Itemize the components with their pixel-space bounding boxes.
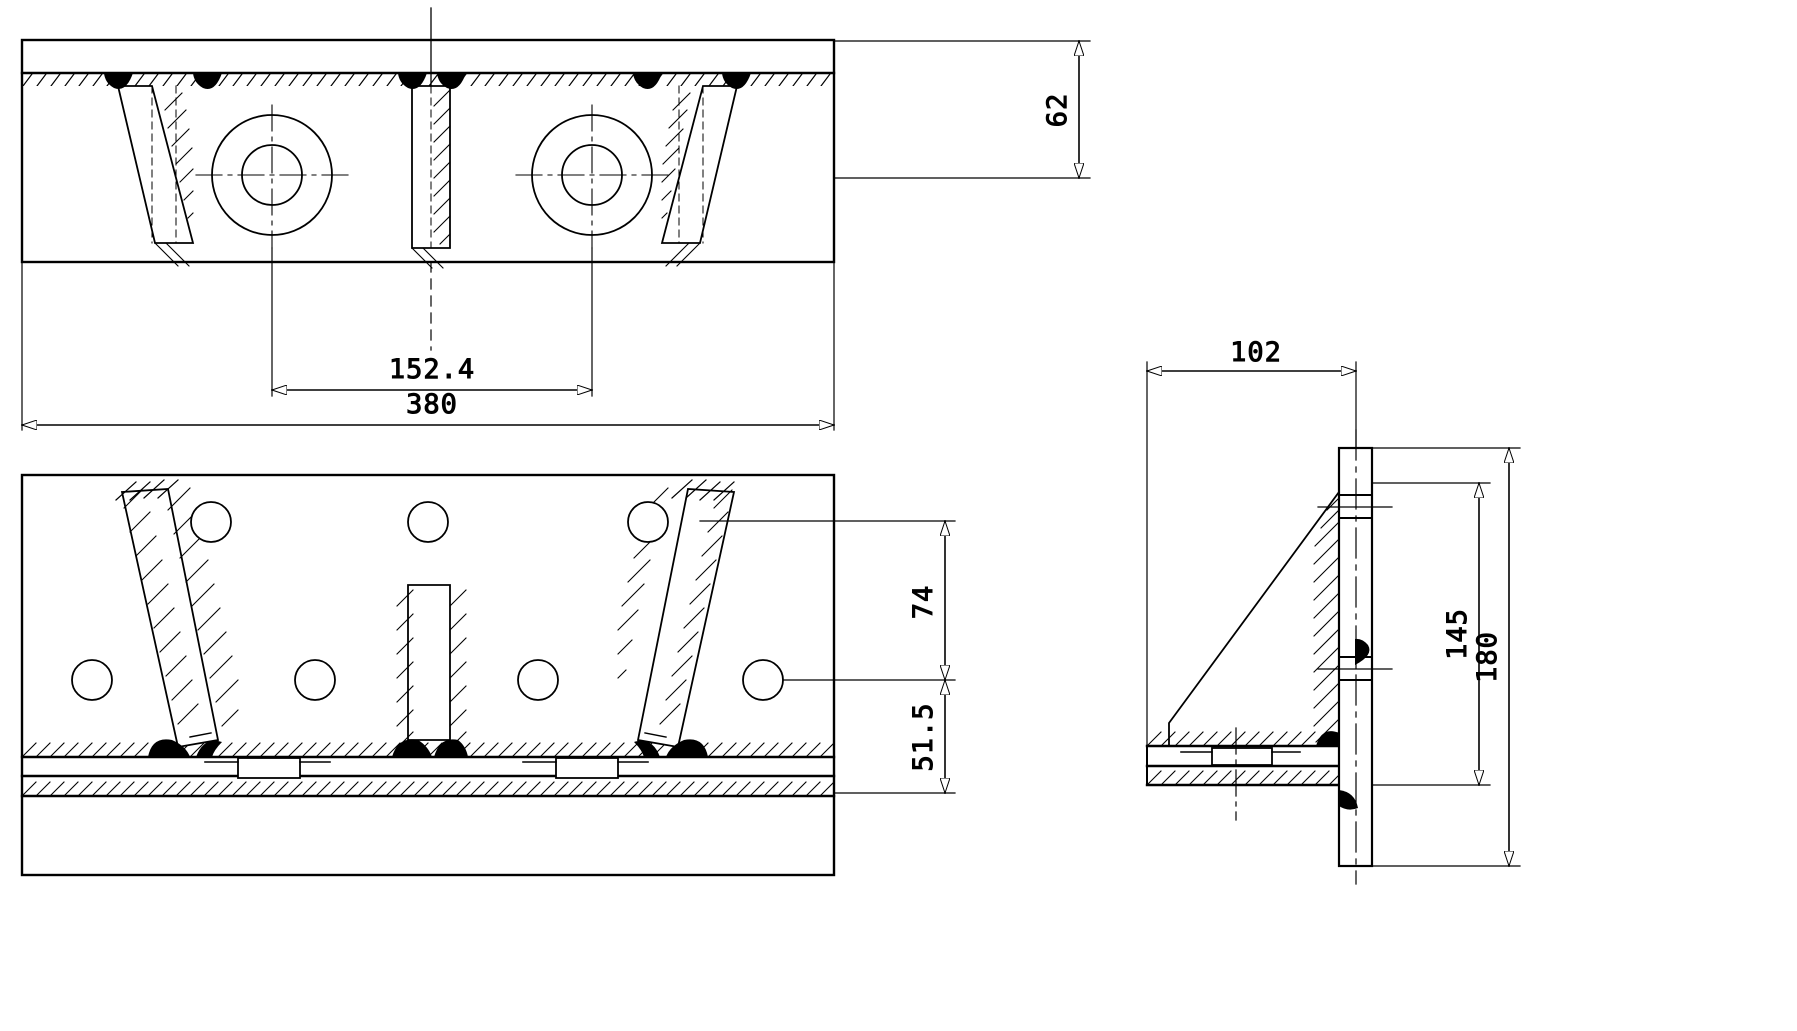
- dimension-102-label: 102: [1230, 337, 1282, 368]
- side-view: 102 145 180: [1145, 337, 1521, 885]
- front-view-gusset-right: [617, 479, 736, 757]
- front-view: 74 51.5: [20, 473, 956, 877]
- dimension-380-label: 380: [406, 389, 458, 420]
- dimension-152-4-label: 152.4: [389, 354, 475, 385]
- front-view-extension-lines: [699, 520, 956, 794]
- front-view-bolt-holes-upper: [190, 501, 669, 543]
- dimension-62-label: 62: [1042, 93, 1073, 128]
- top-view-gusset-right: [633, 73, 751, 267]
- top-view-plate-outline: [20, 38, 836, 264]
- top-view-extension-lines: [21, 247, 835, 431]
- front-view-gusset-middle: [392, 584, 468, 757]
- top-view-gusset-middle: [398, 73, 466, 269]
- top-view-gusset-left: [104, 73, 222, 267]
- dimension-180-label: 180: [1472, 631, 1503, 683]
- dimension-380: 380: [22, 389, 834, 425]
- front-view-bolt-holes-lower: [71, 659, 784, 701]
- dimension-51-5-label: 51.5: [908, 702, 939, 771]
- dimension-145: 145: [1371, 483, 1491, 785]
- dimension-102: 102: [1147, 337, 1356, 761]
- top-view-counterbore-left: [195, 104, 349, 249]
- dimension-145-label: 145: [1442, 608, 1473, 660]
- front-view-gusset-left: [115, 479, 239, 757]
- dimension-62: 62: [833, 41, 1091, 178]
- dimension-152-4: 152.4: [272, 354, 592, 390]
- top-view-counterbore-right: [515, 104, 669, 249]
- dimension-74: 74: [908, 521, 945, 680]
- dimension-74-label: 74: [908, 585, 939, 620]
- front-view-plate-outline: [20, 473, 836, 877]
- dimension-180: 180: [1371, 448, 1521, 866]
- dimension-51-5: 51.5: [908, 680, 945, 793]
- top-view: 152.4 380 62: [20, 7, 1091, 431]
